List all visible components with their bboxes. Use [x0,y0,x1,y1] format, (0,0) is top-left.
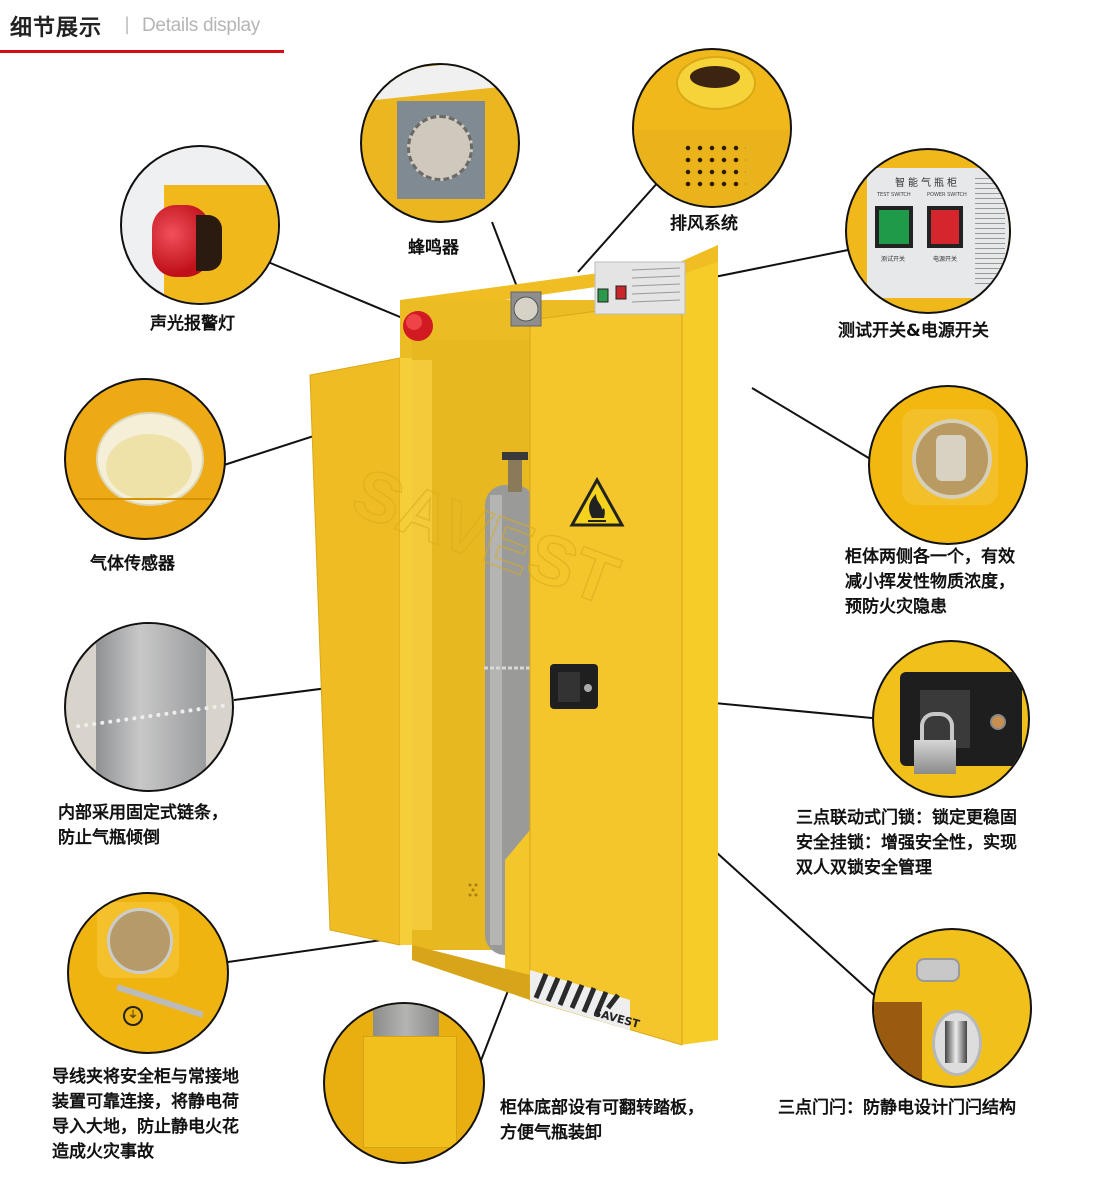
cabinet-drawing: SAVEST [309,245,756,1046]
buzzer-label: 蜂鸣器 [408,238,459,258]
test-switch-en: TEST SWITCH [877,192,911,198]
power-switch-cn: 电源开关 [933,256,958,263]
door-lock-label: 三点联动式门锁：锁定更稳固 安全挂锁：增强安全性，实现 双人双锁安全管理 [796,808,1017,878]
padlock-icon [914,712,956,774]
title-separator: | [124,14,131,35]
test-switch-cn: 测试开关 [881,256,906,263]
exhaust-label: 排风系统 [670,214,738,234]
exhaust-detail [632,48,792,208]
panel-title: 智能气瓶柜 [895,178,960,189]
test-switch-button[interactable] [875,206,913,248]
chain-icon [96,624,206,790]
door-bolt-detail [872,928,1032,1088]
vent-port-detail [868,385,1028,545]
gas-sensor-icon [96,412,204,506]
door-bolt-icon [932,1010,982,1076]
section-title-en: Details display [142,15,260,36]
buzzer-detail [360,63,520,223]
vent-port-label: 柜体两侧各一个，有效 减小挥发性物质浓度， 预防火灾隐患 [845,547,1015,617]
power-switch-en: POWER SWITCH [927,192,967,198]
gas-cylinder-cabinet: SAVEST SAVEST [300,245,756,1065]
door-bolt-label: 三点门闩：防静电设计门闩结构 [778,1098,1016,1118]
section-header: 细节展示 | Details display [0,0,290,55]
gas-sensor-label: 气体传感器 [90,554,175,574]
vent-port-icon [902,409,998,505]
chain-detail [64,622,234,792]
footboard-icon [363,1036,457,1148]
door-lock-detail [872,640,1030,798]
header-underline [0,50,284,53]
section-title-cn: 细节展示 [10,16,103,41]
ground-clip-label: 导线夹将安全柜与常接地 装置可靠连接，将静电荷 导入大地，防止静电火花 造成火灾… [52,1067,239,1162]
buzzer-icon [397,101,485,199]
switches-label: 测试开关&电源开关 [838,321,989,341]
chain-label: 内部采用固定式链条， 防止气瓶倾倒 [58,803,228,848]
alarm-light-detail [120,145,280,305]
alarm-light-label: 声光报警灯 [150,314,235,334]
footboard-label: 柜体底部设有可翻转踏板， 方便气瓶装卸 [500,1098,704,1143]
footboard-detail [323,1002,485,1164]
ground-clip-detail: ⏚ [67,892,229,1054]
switches-detail: 智能气瓶柜 TEST SWITCH POWER SWITCH 测试开关 电源开关 [845,148,1011,314]
exhaust-vent-icon [676,56,756,110]
power-switch-button[interactable] [927,206,963,248]
ground-symbol-icon: ⏚ [123,1006,143,1026]
gas-sensor-detail [64,378,226,540]
